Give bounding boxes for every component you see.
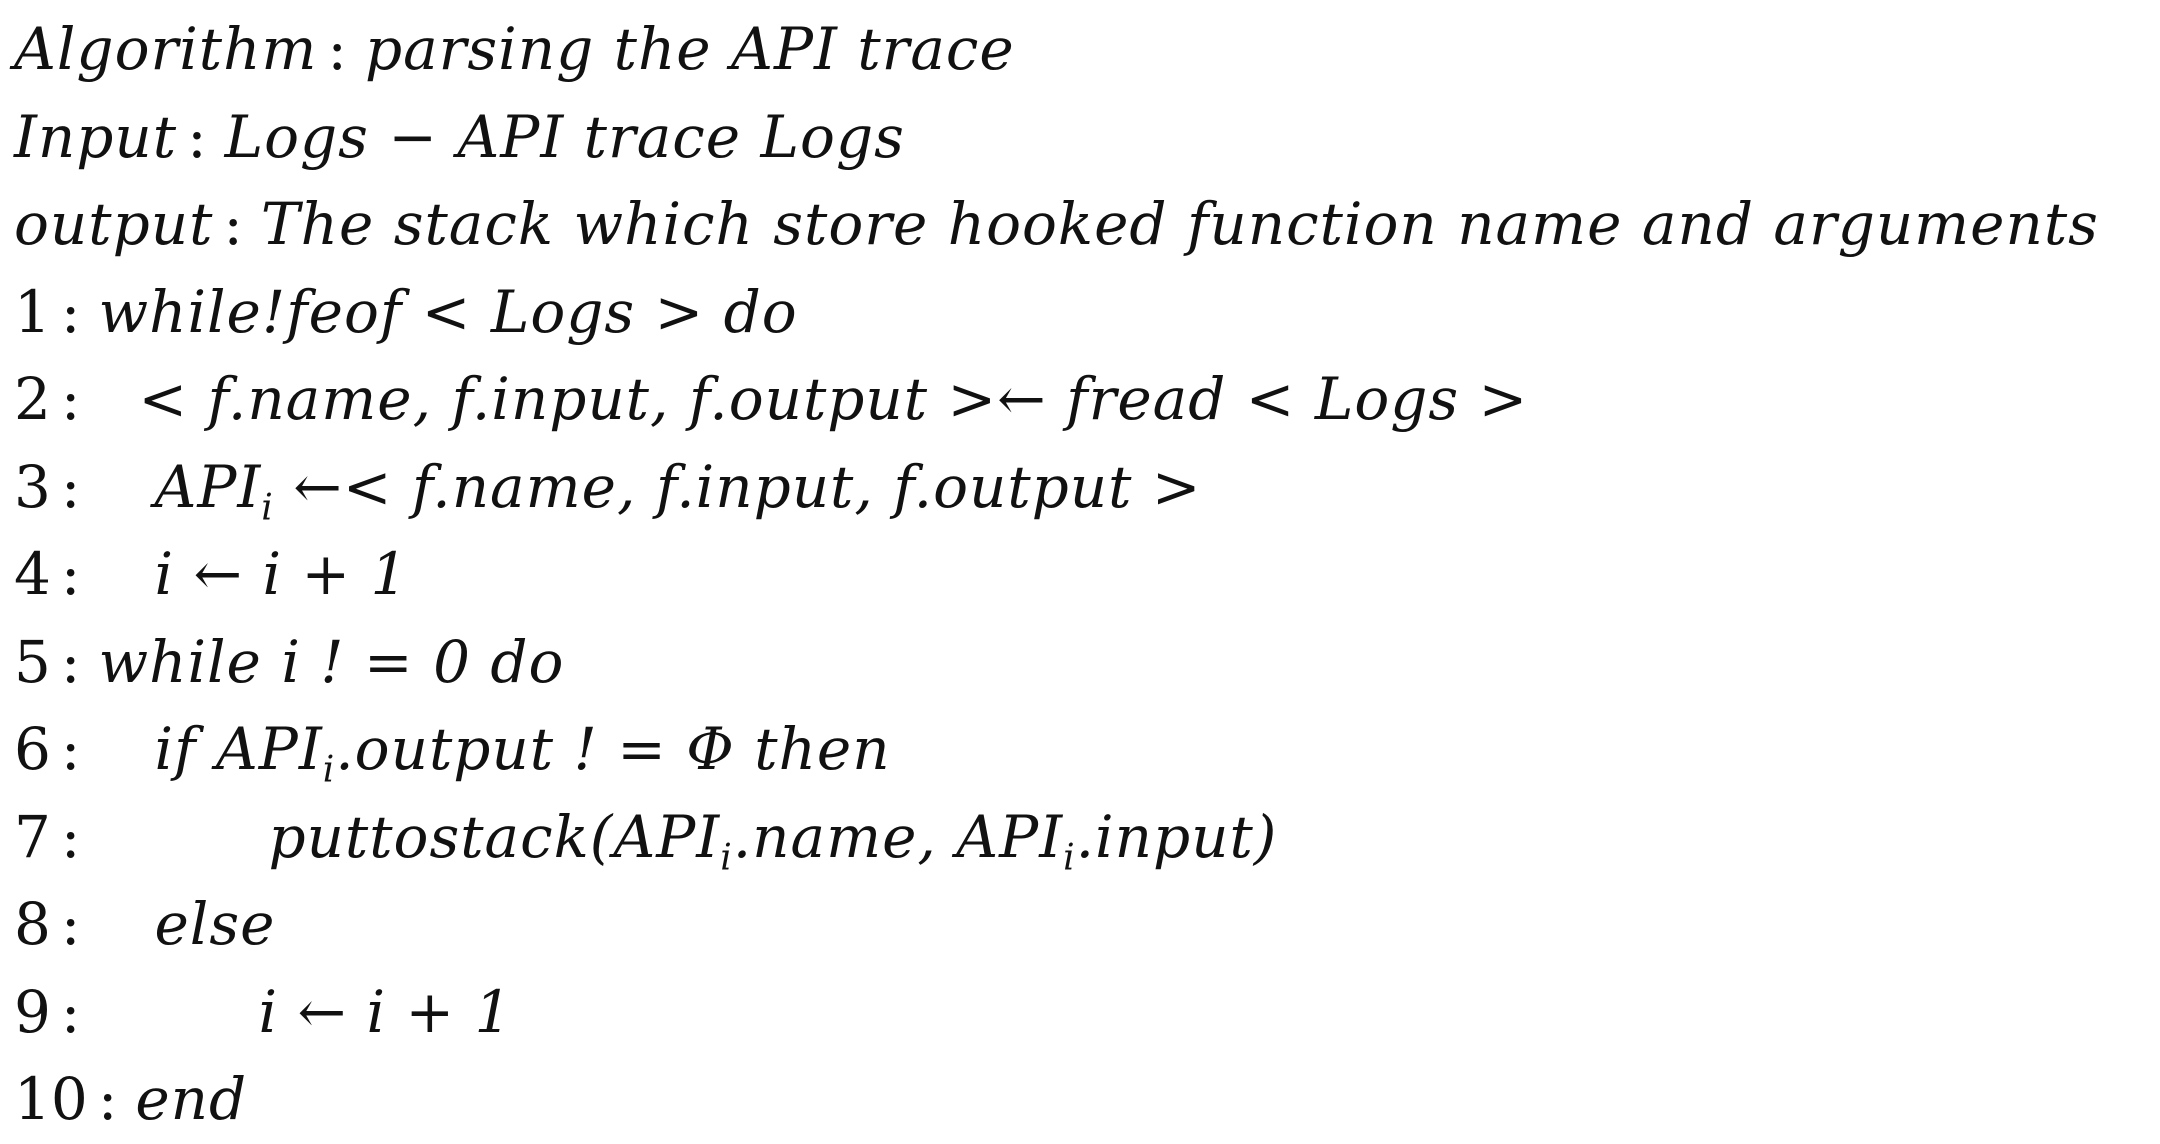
step-code-part: if API	[154, 715, 323, 783]
algorithm-step-1: 1:while!feof < Logs > do	[14, 269, 2154, 357]
step-number: 2	[14, 365, 51, 433]
step-code: while!feof < Logs > do	[98, 277, 798, 346]
step-number: 7	[14, 802, 51, 871]
step-code-part: .name, API	[732, 802, 1064, 871]
output-value: The stack which store hooked function na…	[260, 190, 2099, 258]
input-value: Logs − API trace Logs	[224, 102, 905, 171]
colon: :	[60, 540, 81, 608]
step-code-part: ←< f.name, f.input, f.output >	[273, 452, 1202, 521]
algorithm-block: Algorithm:parsing the API trace Input:Lo…	[14, 6, 2154, 1144]
algorithm-step-5: 5:while i ! = 0 do	[14, 619, 2154, 707]
step-code: else	[154, 890, 276, 958]
colon: :	[60, 277, 81, 346]
algorithm-name: parsing the API trace	[364, 15, 1015, 83]
step-number: 6	[14, 715, 51, 783]
algorithm-step-9: 9: i ← i + 1	[14, 969, 2154, 1057]
colon: :	[60, 452, 81, 521]
colon: :	[97, 1065, 118, 1133]
input-line: Input:Logs − API trace Logs	[14, 94, 2154, 182]
step-code: < f.name, f.input, f.output >← fread < L…	[138, 365, 1529, 433]
step-number: 8	[14, 890, 51, 958]
step-code: if APIi.output ! = Φ then	[98, 706, 890, 814]
algorithm-step-3: 3: APIi ←< f.name, f.input, f.output >	[14, 444, 2154, 532]
step-code-part: puttostack(API	[268, 802, 721, 871]
step-code-part: .input)	[1075, 802, 1278, 871]
step-code: APIi ←< f.name, f.input, f.output >	[98, 444, 1201, 552]
output-label: output	[14, 190, 214, 258]
step-code: end	[135, 1065, 248, 1133]
step-code: i ← i + 1	[154, 540, 409, 608]
step-number: 5	[14, 627, 51, 696]
algorithm-step-6: 6: if APIi.output ! = Φ then	[14, 706, 2154, 794]
step-number: 10	[14, 1065, 88, 1133]
step-number: 9	[14, 977, 51, 1046]
subscript: i	[322, 749, 336, 791]
subscript: i	[1063, 837, 1076, 879]
step-number: 3	[14, 452, 51, 521]
step-code: while i ! = 0 do	[98, 627, 565, 696]
subscript: i	[720, 837, 733, 879]
colon: :	[60, 365, 81, 433]
step-number: 4	[14, 540, 51, 608]
algorithm-step-4: 4: i ← i + 1	[14, 531, 2154, 619]
algorithm-step-7: 7:puttostack(APIi.name, APIi.input)	[14, 794, 2154, 882]
colon: :	[60, 715, 81, 783]
algorithm-step-10: 10:end	[14, 1056, 2154, 1144]
colon: :	[223, 190, 243, 258]
colon: :	[327, 15, 347, 83]
step-code: i ← i + 1	[258, 977, 513, 1046]
algorithm-step-2: 2: < f.name, f.input, f.output >← fread <…	[14, 356, 2154, 444]
step-code: puttostack(APIi.name, APIi.input)	[98, 794, 1277, 902]
output-line: output:The stack which store hooked func…	[14, 181, 2154, 269]
colon: :	[60, 977, 81, 1046]
algorithm-step-8: 8: else	[14, 881, 2154, 969]
algorithm-title-line: Algorithm:parsing the API trace	[14, 6, 2154, 94]
step-code-part: API	[154, 452, 262, 521]
colon: :	[60, 890, 81, 958]
colon: :	[187, 102, 207, 171]
colon: :	[60, 802, 81, 871]
algorithm-label: Algorithm	[14, 15, 318, 83]
step-code-part: .output ! = Φ then	[335, 715, 891, 783]
colon: :	[60, 627, 81, 696]
step-number: 1	[14, 277, 51, 346]
subscript: i	[261, 487, 274, 529]
input-label: Input	[14, 102, 178, 171]
